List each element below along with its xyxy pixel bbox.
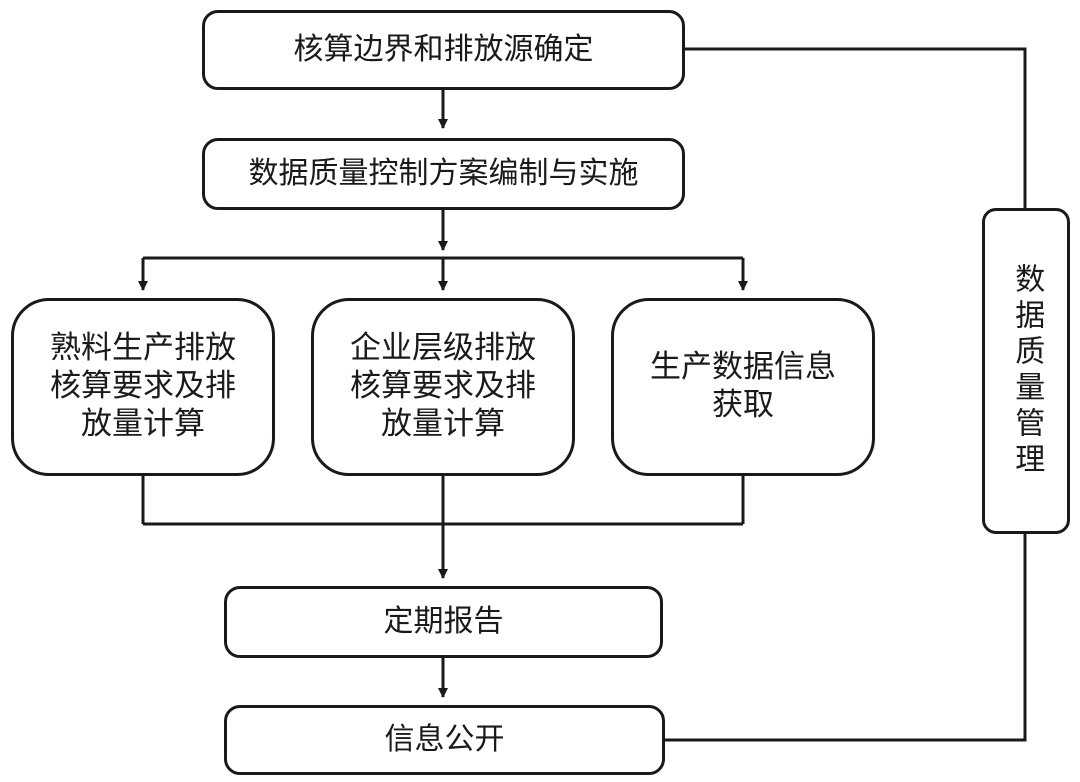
- data-quality-management-node: 数据质量管理: [982, 208, 1070, 534]
- production-label: 生产数据信息获取: [650, 349, 836, 423]
- boundary-label: 核算边界和排放源确定: [293, 31, 594, 67]
- report-label: 定期报告: [383, 603, 504, 639]
- clinker-node: 熟料生产排放核算要求及排放量计算: [11, 298, 275, 476]
- boundary-node: 核算边界和排放源确定: [202, 10, 685, 90]
- enterprise-label: 企业层级排放核算要求及排放量计算: [350, 330, 536, 442]
- data-quality-management-label: 数据质量管理: [1009, 263, 1045, 479]
- disclosure-label: 信息公开: [384, 721, 505, 757]
- loop-top-connector: [685, 47, 1027, 208]
- qc-plan-label: 数据质量控制方案编制与实施: [248, 155, 639, 191]
- production-node: 生产数据信息获取: [611, 298, 875, 476]
- enterprise-node: 企业层级排放核算要求及排放量计算: [311, 298, 575, 476]
- loop-bottom-connector: [665, 534, 1027, 742]
- clinker-label: 熟料生产排放核算要求及排放量计算: [50, 330, 236, 442]
- report-node: 定期报告: [224, 586, 663, 658]
- qc-plan-node: 数据质量控制方案编制与实施: [202, 138, 685, 210]
- disclosure-node: 信息公开: [224, 705, 665, 775]
